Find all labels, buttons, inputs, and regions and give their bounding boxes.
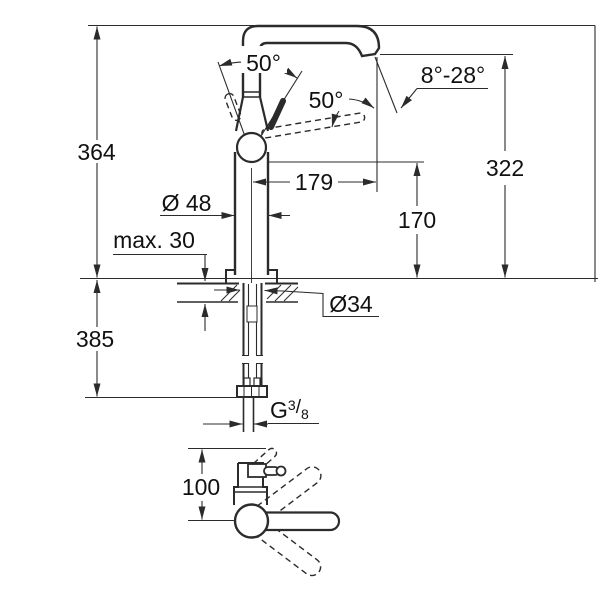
angle-outlet-8-28: 8°-28°: [400, 62, 488, 109]
thread-label: G3/8: [270, 397, 309, 423]
thread-detail: [246, 305, 258, 323]
dim-170: 170: [398, 163, 436, 278]
spout-outline: [241, 24, 381, 97]
dim-364-label: 364: [77, 139, 116, 165]
dim-179-label: 179: [295, 169, 333, 195]
dim-179: 179: [253, 169, 376, 195]
dim-diameter-34: Ø34: [214, 286, 379, 318]
angle-spout-50: 50°: [305, 87, 375, 128]
dim-170-label: 170: [398, 207, 436, 233]
angle-spout-50-label: 50°: [309, 87, 344, 113]
dim-322-label: 322: [486, 155, 524, 181]
dimensions: 364 385 322 170 179 Ø 48: [76, 26, 524, 428]
dim-thread-g38: G3/8: [203, 397, 319, 428]
outlet-angle-line: [374, 56, 398, 114]
dim-385-label: 385: [76, 326, 114, 352]
lever-dashed-right-position: [261, 112, 366, 139]
supply-connection-tube: [242, 397, 255, 432]
dim-max-30: max. 30: [113, 227, 209, 331]
break-symbol: [242, 355, 263, 364]
hose-lines: [247, 284, 258, 386]
lever-open-position: [268, 98, 286, 130]
ball-joint: [235, 131, 268, 164]
deck-hatching: [220, 284, 299, 302]
angle-outlet-label: 8°-28°: [421, 62, 485, 88]
hose-crimp-right: [253, 377, 261, 387]
front-view: [80, 24, 598, 432]
top-view-body: [233, 462, 268, 505]
lever-pin-top-view: [275, 465, 287, 477]
hose-crimp-left: [243, 377, 251, 387]
dim-385: 385: [76, 280, 114, 397]
shank: [236, 283, 268, 398]
dim-max30-label: max. 30: [113, 227, 195, 253]
deck-slab: [177, 282, 299, 303]
base-flange: [225, 269, 278, 283]
spout-bearing-ring: [233, 503, 270, 539]
angle-lever-50: 50°: [218, 46, 298, 79]
dim-100-label: 100: [182, 474, 220, 500]
top-view: 100: [182, 447, 341, 577]
dim-d48-label: Ø 48: [162, 190, 212, 216]
dim-364: 364: [77, 26, 116, 278]
dim-322: 322: [486, 56, 524, 278]
shank-outer-lines: [242, 283, 263, 386]
dim-100: 100: [182, 447, 266, 522]
angle-lever-50-label: 50°: [246, 50, 281, 76]
lever-dashed-left-position: [224, 92, 242, 122]
dim-diameter-48: Ø 48: [160, 190, 290, 219]
cone-right-edge: [258, 96, 270, 132]
mounting-nut-details: [243, 386, 260, 397]
dim-d34-label: Ø34: [329, 291, 373, 317]
cone-left-edge: [234, 96, 245, 132]
